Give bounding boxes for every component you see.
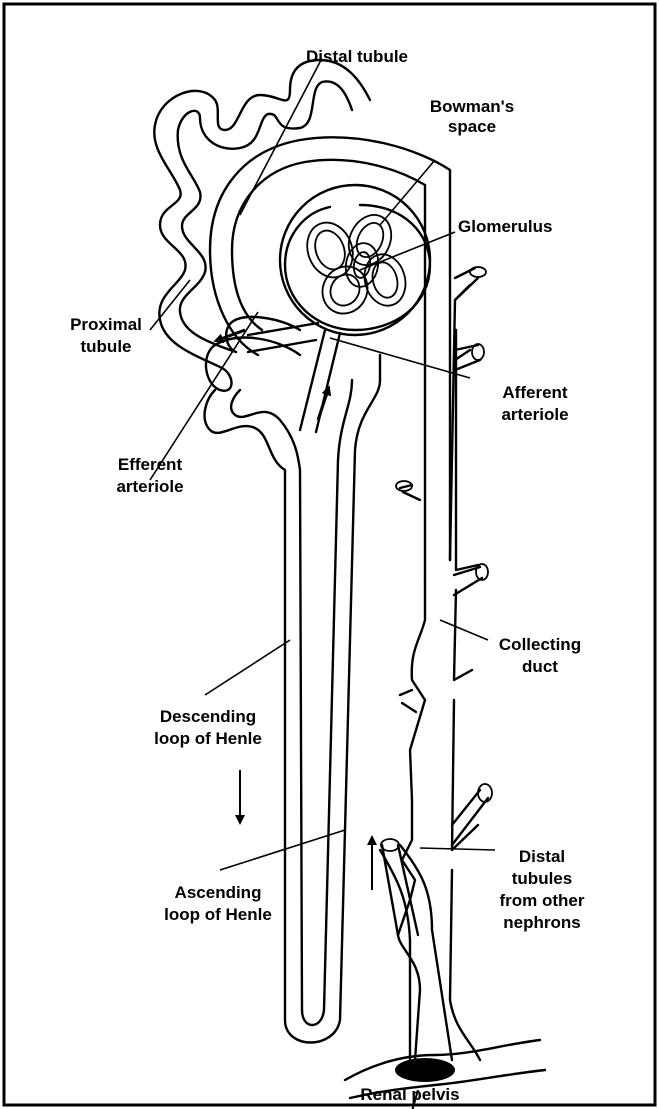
collecting-duct bbox=[380, 267, 492, 1060]
glomerulus-capillaries bbox=[300, 208, 411, 322]
label-afferent-arteriole-line1: Afferent bbox=[502, 383, 568, 402]
label-efferent-arteriole-line1: Efferent bbox=[118, 455, 183, 474]
label-bowmans-space-line2: space bbox=[448, 117, 496, 136]
label-efferent-arteriole-line2: arteriole bbox=[116, 477, 183, 496]
branch-6 bbox=[452, 790, 488, 845]
label-distal-tubule: Distal tubule bbox=[306, 47, 408, 66]
label-renal-pelvis: Renal pelvis bbox=[360, 1085, 459, 1104]
labels: Distal tubule Bowman's space Glomerulus … bbox=[70, 47, 585, 1104]
label-distal-other-line2: tubules bbox=[512, 869, 572, 888]
label-collecting-duct-line1: Collecting bbox=[499, 635, 581, 654]
label-descending-loop-line1: Descending bbox=[160, 707, 256, 726]
leader-collecting-duct bbox=[440, 620, 488, 640]
leader-glomerulus bbox=[360, 232, 455, 270]
leader-lines bbox=[150, 62, 495, 870]
branch-3 bbox=[400, 485, 420, 500]
label-distal-other-line3: from other bbox=[500, 891, 585, 910]
label-proximal-tubule-line1: Proximal bbox=[70, 315, 142, 334]
branch-stub-6 bbox=[478, 784, 492, 802]
label-distal-other-line4: nephrons bbox=[503, 913, 580, 932]
figure-border bbox=[4, 4, 655, 1105]
branch-stub-7 bbox=[381, 839, 399, 851]
label-distal-other-line1: Distal bbox=[519, 847, 565, 866]
afferent-flow-arrow bbox=[318, 390, 328, 420]
label-glomerulus: Glomerulus bbox=[458, 217, 552, 236]
proximal-tubule-inner bbox=[178, 81, 352, 352]
efferent-arteriole-bottom-wall bbox=[248, 340, 316, 352]
collecting-duct-right-wall bbox=[450, 285, 480, 1060]
label-afferent-arteriole-line2: arteriole bbox=[501, 405, 568, 424]
collecting-duct-left-wall bbox=[398, 580, 425, 1060]
glomerulus-bowmans-capsule bbox=[280, 185, 430, 335]
loop-of-henle-inner bbox=[231, 380, 352, 1025]
efferent-arteriole-top-wall bbox=[248, 323, 318, 335]
branch-5 bbox=[400, 690, 416, 712]
branch-stub-2 bbox=[472, 344, 484, 360]
pelvis-opening bbox=[395, 1058, 455, 1082]
label-bowmans-space-line1: Bowman's bbox=[430, 97, 514, 116]
label-collecting-duct-line2: duct bbox=[522, 657, 558, 676]
label-ascending-loop-line2: loop of Henle bbox=[164, 905, 272, 924]
branch-1 bbox=[455, 268, 478, 300]
leader-descending-loop bbox=[205, 640, 290, 695]
leader-ascending-loop bbox=[220, 830, 345, 870]
branch-4 bbox=[454, 567, 482, 595]
label-ascending-loop-line1: Ascending bbox=[175, 883, 262, 902]
label-descending-loop-line2: loop of Henle bbox=[154, 729, 262, 748]
leader-distal-other-nephrons bbox=[420, 848, 495, 850]
label-proximal-tubule-line2: tubule bbox=[81, 337, 132, 356]
